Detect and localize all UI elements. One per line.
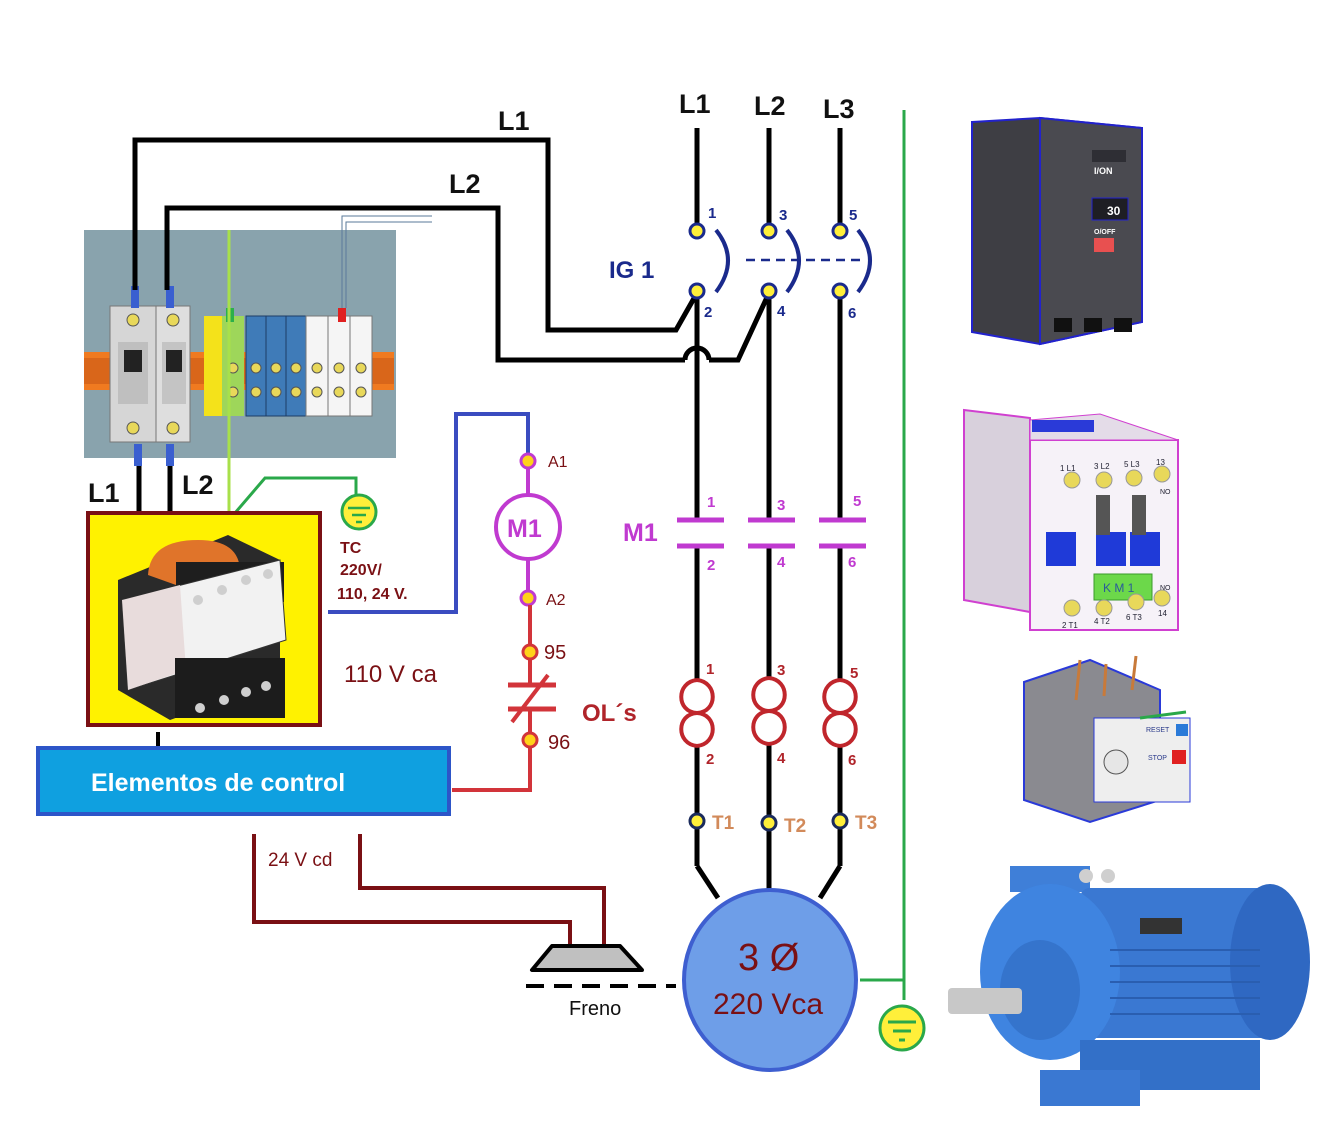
overload-terminal-3: 3 (777, 662, 785, 679)
breaker-ig1 (688, 222, 872, 300)
photo-contactor-b1: 2 T1 (1062, 621, 1078, 630)
label-breaker-name: IG 1 (609, 257, 654, 284)
photo-contactor-tag: K M 1 (1103, 581, 1135, 595)
transformer-label-2: 220V/ (340, 562, 382, 579)
label-overload-name: OL´s (582, 700, 637, 727)
photo-breaker-off-label: O/OFF (1094, 229, 1116, 236)
photo-breaker (971, 116, 1143, 346)
motor-terminal-t1: T1 (712, 813, 735, 834)
photo-contactor-no-bottom: NO (1160, 585, 1171, 592)
terminal-dot (760, 222, 778, 240)
motor-terminals (688, 812, 849, 832)
photo-contactor-t1: 1 L1 (1060, 464, 1076, 473)
breaker-terminal-6: 6 (848, 305, 856, 322)
wire-control-supply (328, 412, 530, 614)
photo-overload-relay (1023, 655, 1191, 824)
label-feed-l1: L1 (498, 106, 530, 136)
control-box-label: Elementos de control (91, 769, 345, 797)
overload-terminal-5: 5 (850, 665, 858, 682)
transformer-output-dc: 24 V cd (268, 850, 332, 871)
motor-terminal-t2: T2 (784, 816, 806, 837)
terminal-dot (760, 282, 778, 300)
ol-contact-terminal-95: 95 (544, 642, 566, 664)
coil-m1 (494, 452, 562, 607)
photo-contactor-b4: 14 (1158, 609, 1167, 618)
breaker-terminal-4: 4 (777, 303, 786, 320)
label-feed-l2: L2 (449, 169, 481, 199)
contactor-terminal-2: 2 (707, 557, 715, 574)
motor-terminal-t3: T3 (855, 813, 877, 834)
contactor-terminal-1: 1 (707, 494, 715, 511)
breaker-terminal-3: 3 (779, 207, 787, 224)
contactor-terminal-5: 5 (853, 493, 861, 510)
contactor-terminal-3: 3 (777, 497, 785, 514)
overload-elements (679, 676, 858, 748)
transformer (86, 511, 322, 727)
terminal-dot (831, 222, 849, 240)
wire-dc-brake (252, 834, 606, 944)
photo-contactor (963, 408, 1179, 631)
coil-terminal-a2: A2 (546, 592, 566, 609)
overload-terminal-4: 4 (777, 750, 786, 767)
overload-terminal-6: 6 (848, 752, 856, 769)
transformer-output-ac: 110 V ca (344, 661, 438, 688)
terminal-dot (831, 282, 849, 300)
motor-voltage-label: 220 Vca (713, 988, 823, 1021)
label-panel-l2: L2 (182, 470, 214, 500)
brake-symbol (526, 944, 676, 988)
contactor-terminal-4: 4 (777, 554, 786, 571)
overload-terminal-1: 1 (706, 661, 714, 678)
breaker-terminal-5: 5 (849, 207, 857, 224)
transformer-label-1: TC (340, 540, 362, 557)
ground-symbol-transformer (340, 493, 378, 531)
photo-contactor-b3: 6 T3 (1126, 613, 1142, 622)
terminal-dot (688, 222, 706, 240)
din-panel (84, 230, 396, 466)
breaker-terminal-1: 1 (708, 205, 716, 222)
photo-relay-reset: RESET (1146, 727, 1170, 734)
photo-contactor-b2: 4 T2 (1094, 617, 1110, 626)
panel-terminal-blocks (204, 308, 373, 417)
photo-motor (948, 866, 1310, 1106)
wire-l2-feed (164, 205, 685, 363)
label-panel-l1: L1 (88, 478, 120, 508)
label-line-l3: L3 (823, 94, 855, 124)
brake-label: Freno (569, 998, 621, 1020)
terminal-dot (688, 282, 706, 300)
ground-wires (227, 110, 906, 1000)
coil-name: M1 (507, 515, 542, 543)
photo-contactor-t4: 13 (1156, 458, 1165, 467)
label-line-l2: L2 (754, 91, 786, 121)
photo-contactor-t3: 5 L3 (1124, 460, 1140, 469)
motor-symbol (682, 888, 858, 1072)
ol-nc-contact (452, 605, 556, 792)
ground-symbol-motor (878, 1004, 926, 1052)
photo-contactor-no-top: NO (1160, 489, 1171, 496)
control-box (36, 746, 451, 816)
panel-mcb-2 (155, 305, 191, 443)
label-contactor-name: M1 (623, 519, 658, 547)
overload-terminal-2: 2 (706, 751, 714, 768)
ol-contact-terminal-96: 96 (548, 732, 570, 754)
transformer-label-3: 110, 24 V. (337, 586, 408, 603)
panel-mcb-1 (109, 305, 157, 443)
photo-contactor-t2: 3 L2 (1094, 462, 1110, 471)
motor-phase-label: 3 Ø (738, 937, 799, 979)
breaker-terminal-2: 2 (704, 304, 712, 321)
label-line-l1: L1 (679, 89, 711, 119)
coil-terminal-a1: A1 (548, 454, 568, 471)
contactor-m1-contacts (677, 517, 866, 549)
contactor-terminal-6: 6 (848, 554, 856, 571)
photo-relay-stop: STOP (1148, 755, 1167, 762)
power-wires (132, 128, 843, 900)
photo-breaker-on-label: I/ON (1094, 166, 1113, 176)
photo-breaker-rating: 30 (1107, 204, 1121, 218)
wire-l1-feed (132, 137, 700, 333)
